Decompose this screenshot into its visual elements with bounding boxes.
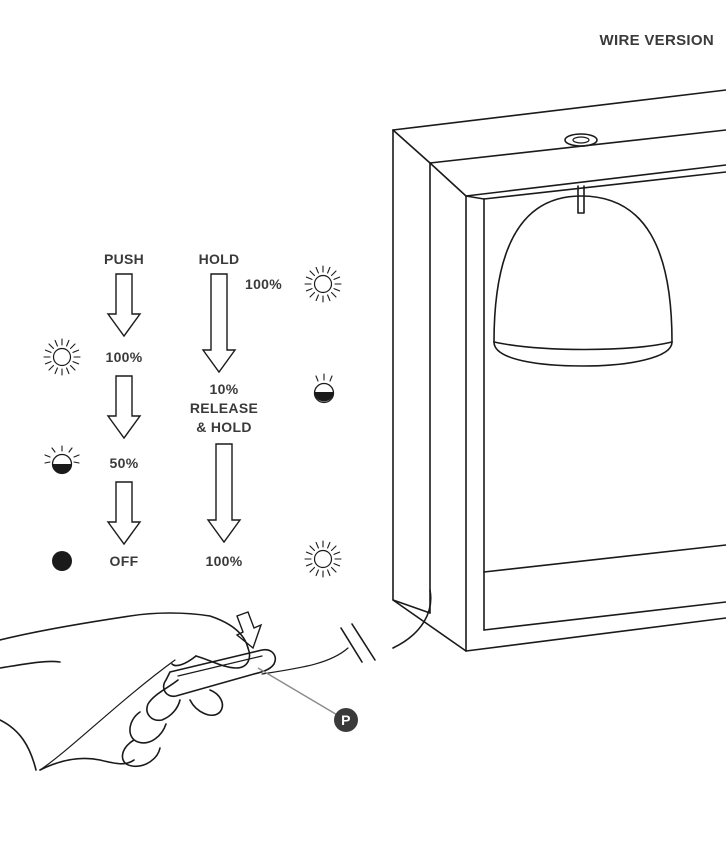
sun-full-icon — [304, 540, 342, 578]
hold-middle-line-3: & HOLD — [196, 419, 251, 435]
hand-with-switch — [0, 612, 277, 771]
off-dot-icon — [52, 551, 72, 571]
hold-middle-line-2: RELEASE — [190, 400, 258, 416]
push-arrow-2 — [106, 375, 142, 440]
hold-arrow-2 — [206, 443, 242, 544]
sun-full-icon — [43, 338, 81, 376]
cut-mark — [351, 623, 376, 661]
light-frame — [392, 89, 726, 652]
hold-middle-line-1: 10% — [210, 381, 239, 397]
hold-heading: HOLD — [199, 251, 240, 267]
part-p-callout: P — [334, 708, 358, 732]
callout-leader — [257, 667, 340, 717]
push-arrow-1 — [106, 273, 142, 338]
cord — [261, 647, 349, 675]
push-heading: PUSH — [104, 251, 144, 267]
hold-top-level: 100% — [245, 276, 282, 292]
push-direction-arrow — [235, 611, 263, 650]
push-step-50: 50% — [110, 455, 139, 471]
cut-mark — [340, 627, 363, 663]
hold-arrow-1 — [201, 273, 237, 374]
push-step-off: OFF — [110, 553, 139, 569]
half-dim-icon — [44, 445, 80, 475]
hold-bottom-level: 100% — [205, 553, 242, 569]
page-title: WIRE VERSION — [600, 32, 714, 49]
sun-full-icon — [304, 265, 342, 303]
cord — [39, 659, 176, 771]
push-arrow-3 — [106, 481, 142, 546]
callout-label: P — [341, 712, 351, 728]
push-step-100: 100% — [105, 349, 142, 365]
dim-icon — [313, 373, 335, 404]
